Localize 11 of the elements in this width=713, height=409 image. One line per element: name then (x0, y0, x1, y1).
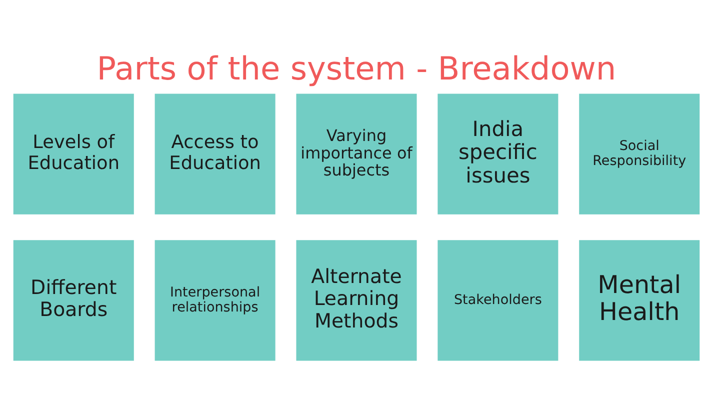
node-box: Stakeholders (438, 240, 558, 361)
node-box: Interpersonal relationships (154, 240, 276, 361)
diagram-title: Parts of the system - Breakdown (96, 49, 616, 88)
node-box: Social Responsibility (579, 94, 700, 214)
node-box: Access to Education (154, 94, 276, 214)
node-box: India specific issues (438, 94, 558, 214)
node-box: Mental Health (579, 240, 700, 361)
node-box: Levels of Education (13, 94, 134, 214)
node-box: Varying importance of subjects (296, 94, 417, 214)
node-box: Alternate Learning Methods (296, 240, 417, 361)
node-box: Different Boards (13, 240, 134, 361)
